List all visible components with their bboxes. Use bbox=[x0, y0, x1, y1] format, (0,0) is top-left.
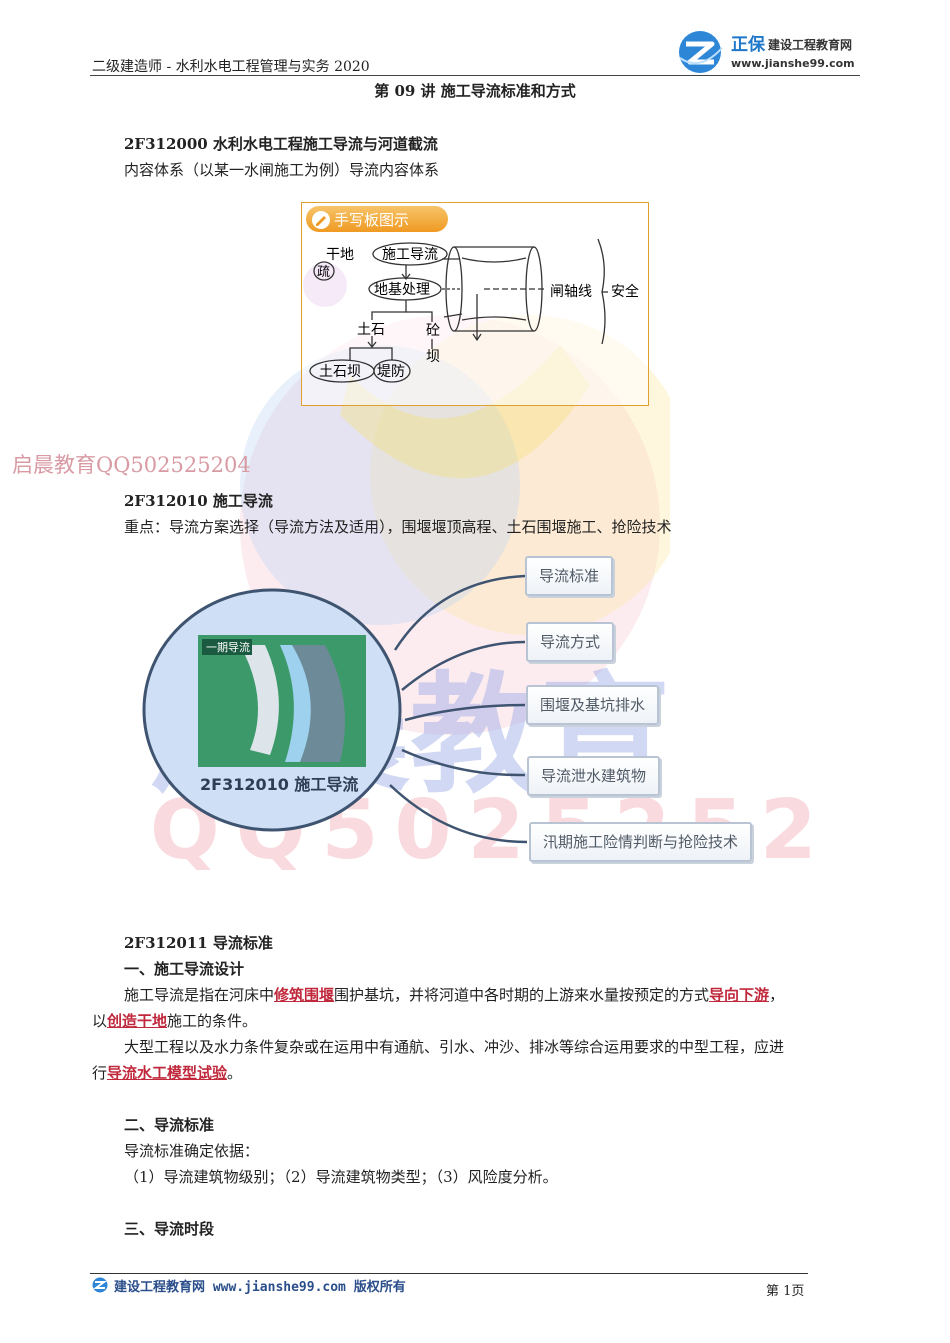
logo-url: www.jianshe99.com bbox=[731, 57, 855, 70]
mindmap-branch-1: 导流标准 bbox=[525, 556, 614, 596]
label-tushiba: 土石坝 bbox=[319, 364, 361, 380]
diversion-standard-basis: 导流标准确定依据： bbox=[124, 1142, 260, 1160]
label-tong: 砼 bbox=[426, 323, 440, 339]
paragraph-2-line-2: 行导流水工模型试验。 bbox=[92, 1064, 243, 1082]
highlight-daoxiang-xiayou: 导向下游 bbox=[709, 986, 770, 1004]
heading-diversion-period: 三、导流时段 bbox=[124, 1220, 215, 1238]
paragraph-2-line-1: 大型工程以及水力条件复杂或在运用中有通航、引水、冲沙、排冰等综合运用要求的中型工… bbox=[124, 1038, 785, 1056]
mindmap-branch-2: 导流方式 bbox=[526, 622, 615, 662]
footer-page-number: 第 1页 bbox=[766, 1284, 805, 1299]
highlight-chuangzao-gandi: 创造干地 bbox=[107, 1012, 168, 1030]
footer-site: 建设工程教育网 www.jianshe99.com 版权所有 bbox=[114, 1280, 406, 1295]
heading-diversion-standard: 二、导流标准 bbox=[124, 1116, 215, 1134]
label-ba: 坝 bbox=[426, 349, 440, 365]
section2-key-points: 重点：导流方案选择（导流方法及适用），围堰堰顶高程、土石围堰施工、抢险技术 bbox=[124, 518, 672, 536]
label-diji-chuli: 地基处理 bbox=[374, 281, 430, 298]
mindmap-branch-5: 汛期施工险情判断与抢险技术 bbox=[529, 822, 753, 862]
section1-heading: 2F312000 水利水电工程施工导流与河道截流 bbox=[124, 135, 438, 153]
heading-construction-diversion-design: 一、施工导流设计 bbox=[124, 960, 245, 978]
highlight-xiuzhu-weiyan: 修筑围堰 bbox=[274, 986, 335, 1004]
watermark-text: 启晨教育QQ502525204 bbox=[12, 453, 251, 477]
paragraph-1-line-2: 以创造干地施工的条件。 bbox=[92, 1012, 258, 1030]
mindmap-branch-4: 导流泄水建筑物 bbox=[527, 756, 661, 796]
header-rule bbox=[90, 75, 860, 76]
mindmap-figure: 启晨教育 QQ502525204 一期导流 2F312010 施工导流 导流标准… bbox=[140, 550, 820, 890]
label-difang: 堤防 bbox=[377, 364, 405, 380]
footer-rule bbox=[90, 1273, 808, 1274]
zhengbao-logo-icon bbox=[679, 31, 723, 73]
label-shigong-daoliu: 施工导流 bbox=[382, 247, 438, 263]
handwritten-diagram: 干地 疏 施工导流 地基处理 闸轴线 安全 土石 砼 坝 土石坝 堤防 bbox=[309, 238, 639, 383]
mindmap-photo-label: 一期导流 bbox=[206, 640, 250, 654]
mindmap-branch-3: 围堰及基坑排水 bbox=[526, 685, 660, 725]
label-gan-di: 干地 bbox=[326, 247, 354, 263]
section2-heading: 2F312010 施工导流 bbox=[124, 492, 273, 510]
section1-subtitle: 内容体系（以某一水闸施工为例）导流内容体系 bbox=[124, 161, 440, 179]
mindmap-center-label: 2F312010 施工导流 bbox=[200, 775, 358, 794]
paragraph-1-line-1: 施工导流是指在河床中修筑围堰围护基坑，并将河道中各时期的上游来水量按预定的方式导… bbox=[124, 986, 785, 1004]
pencil-icon bbox=[312, 211, 330, 229]
handwriting-board-figure bbox=[301, 202, 649, 406]
logo-name: 建设工程教育网 bbox=[768, 38, 853, 52]
section3-heading: 2F312011 导流标准 bbox=[124, 934, 273, 952]
diversion-standard-basis-items: （1）导流建筑物级别；（2）导流建筑物类型；（3）风险度分析。 bbox=[124, 1168, 558, 1186]
highlight-moxing-shiyan: 导流水工模型试验 bbox=[107, 1064, 228, 1082]
label-anquan: 安全 bbox=[611, 283, 639, 300]
footer-logo-icon bbox=[92, 1277, 108, 1293]
handwriting-board-tag-label: 手写板图示 bbox=[334, 211, 410, 229]
lecture-title: 第 09 讲 施工导流标准和方式 bbox=[374, 82, 576, 100]
label-tushi: 土石 bbox=[357, 322, 385, 338]
logo-brand: 正保 bbox=[731, 35, 765, 55]
label-zhazhouxian: 闸轴线 bbox=[550, 284, 592, 300]
label-shu: 疏 bbox=[317, 265, 330, 280]
header-title: 二级建造师 - 水利水电工程管理与实务 2020 bbox=[92, 59, 370, 75]
